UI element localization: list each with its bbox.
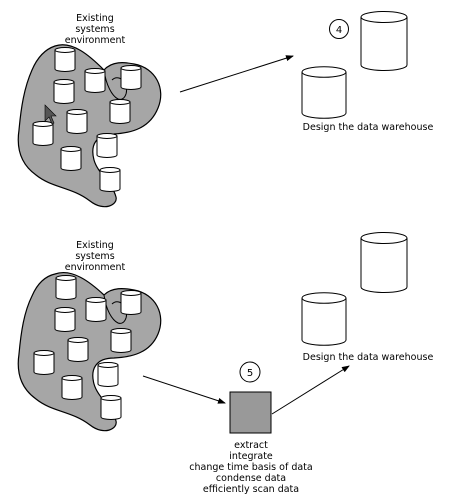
step-number: 4 <box>336 25 342 36</box>
blob-notch <box>103 294 127 324</box>
step-number-circle <box>239 361 261 383</box>
small-database-icon <box>100 395 122 420</box>
small-database-icon <box>120 290 142 315</box>
data-warehouse-database-icon <box>301 66 347 119</box>
arrow-to-warehouse <box>179 55 294 93</box>
target-caption: Design the data warehouse <box>303 352 434 363</box>
arrow-to-process <box>142 375 226 404</box>
small-database-icon <box>66 109 88 134</box>
small-database-icon <box>97 362 119 387</box>
small-database-icon <box>85 297 107 322</box>
source-label-line-3: environment <box>65 262 126 273</box>
small-database-icon <box>67 337 89 362</box>
process-step-label: extract <box>234 440 268 451</box>
small-database-icon <box>33 350 55 375</box>
data-warehouse-database-icon <box>360 10 408 72</box>
small-database-icon <box>120 65 142 90</box>
small-database-icon <box>110 328 132 353</box>
blob-notch <box>103 69 127 100</box>
source-label-line-3: environment <box>65 35 126 46</box>
arrow-to-warehouse <box>271 365 350 415</box>
step-number-circle <box>329 19 349 39</box>
data-warehouse-database-icon <box>301 292 347 346</box>
source-label-line-1: Existing <box>76 240 114 251</box>
process-step-label: change time basis of data <box>189 462 312 473</box>
small-database-icon <box>53 79 75 104</box>
process-step-label: integrate <box>229 451 273 462</box>
small-database-icon <box>84 68 106 93</box>
source-label-line-2: systems <box>75 24 114 35</box>
small-database-icon <box>61 375 83 400</box>
panel-1: Existing systems environment 4 Design th… <box>17 10 434 208</box>
small-database-icon <box>109 99 131 124</box>
target-caption: Design the data warehouse <box>303 122 434 133</box>
data-warehouse-database-icon <box>360 231 408 294</box>
small-database-icon <box>32 121 54 146</box>
small-database-icon <box>54 307 76 332</box>
source-label-line-1: Existing <box>76 13 114 24</box>
small-database-icon <box>99 167 121 192</box>
small-database-icon <box>54 47 76 72</box>
small-database-icon <box>55 275 77 300</box>
cursor-icon <box>44 104 57 125</box>
small-database-icon <box>60 146 82 171</box>
process-step-label: condense data <box>216 473 286 484</box>
panel-2: Existing systems environment 5 Design th… <box>17 231 434 495</box>
small-database-icon <box>96 133 118 158</box>
process-step-label: efficiently scan data <box>203 484 299 495</box>
transformation-process-box <box>229 391 272 434</box>
source-label-line-2: systems <box>75 251 114 262</box>
step-number: 5 <box>247 368 253 379</box>
